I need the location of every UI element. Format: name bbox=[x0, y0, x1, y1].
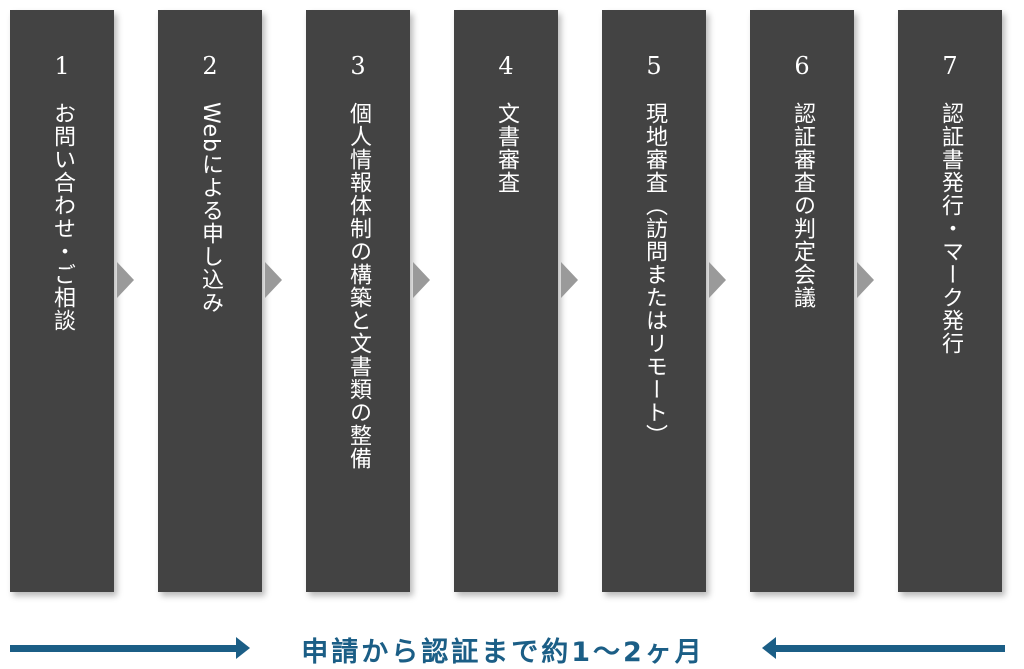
step-label: 認証書発行・マーク発行 bbox=[938, 102, 963, 355]
step-label: 文書審査 bbox=[494, 102, 519, 194]
chevron-right-icon bbox=[413, 262, 430, 298]
step-2-box: 2 Webによる申し込み bbox=[158, 10, 262, 592]
step-number: 4 bbox=[498, 52, 514, 80]
chevron-right-icon bbox=[117, 262, 134, 298]
step-number: 6 bbox=[794, 52, 810, 80]
step-label: お問い合わせ・ご相談 bbox=[50, 102, 75, 332]
chevron-right-icon bbox=[709, 262, 726, 298]
step-3-box: 3 個人情報体制の構築と文書類の整備 bbox=[306, 10, 410, 592]
arrow-left-icon bbox=[762, 637, 776, 659]
step-4-box: 4 文書審査 bbox=[454, 10, 558, 592]
chevron-right-icon bbox=[561, 262, 578, 298]
duration-caption: 申請から認証まで約1〜2ヶ月 bbox=[301, 637, 705, 668]
step-7-box: 7 認証書発行・マーク発行 bbox=[898, 10, 1002, 592]
step-number: 5 bbox=[646, 52, 662, 80]
step-label: Webによる申し込み bbox=[198, 102, 223, 314]
arrow-right-icon bbox=[236, 637, 250, 659]
step-1-box: 1 お問い合わせ・ご相談 bbox=[10, 10, 114, 592]
duration-banner: 申請から認証まで約1〜2ヶ月 bbox=[0, 628, 1024, 668]
right-arrow-line bbox=[774, 645, 1005, 652]
step-number: 7 bbox=[942, 52, 958, 80]
left-arrow-line bbox=[10, 645, 238, 652]
step-5-box: 5 現地審査（訪問またはリモート） bbox=[602, 10, 706, 592]
chevron-right-icon bbox=[265, 262, 282, 298]
step-6-box: 6 認証審査の判定会議 bbox=[750, 10, 854, 592]
step-number: 3 bbox=[350, 52, 366, 80]
step-label: 現地審査（訪問またはリモート） bbox=[642, 102, 667, 447]
step-number: 2 bbox=[202, 52, 218, 80]
chevron-right-icon bbox=[857, 262, 874, 298]
step-label: 個人情報体制の構築と文書類の整備 bbox=[346, 102, 371, 470]
step-number: 1 bbox=[54, 52, 70, 80]
step-label: 認証審査の判定会議 bbox=[790, 102, 815, 309]
